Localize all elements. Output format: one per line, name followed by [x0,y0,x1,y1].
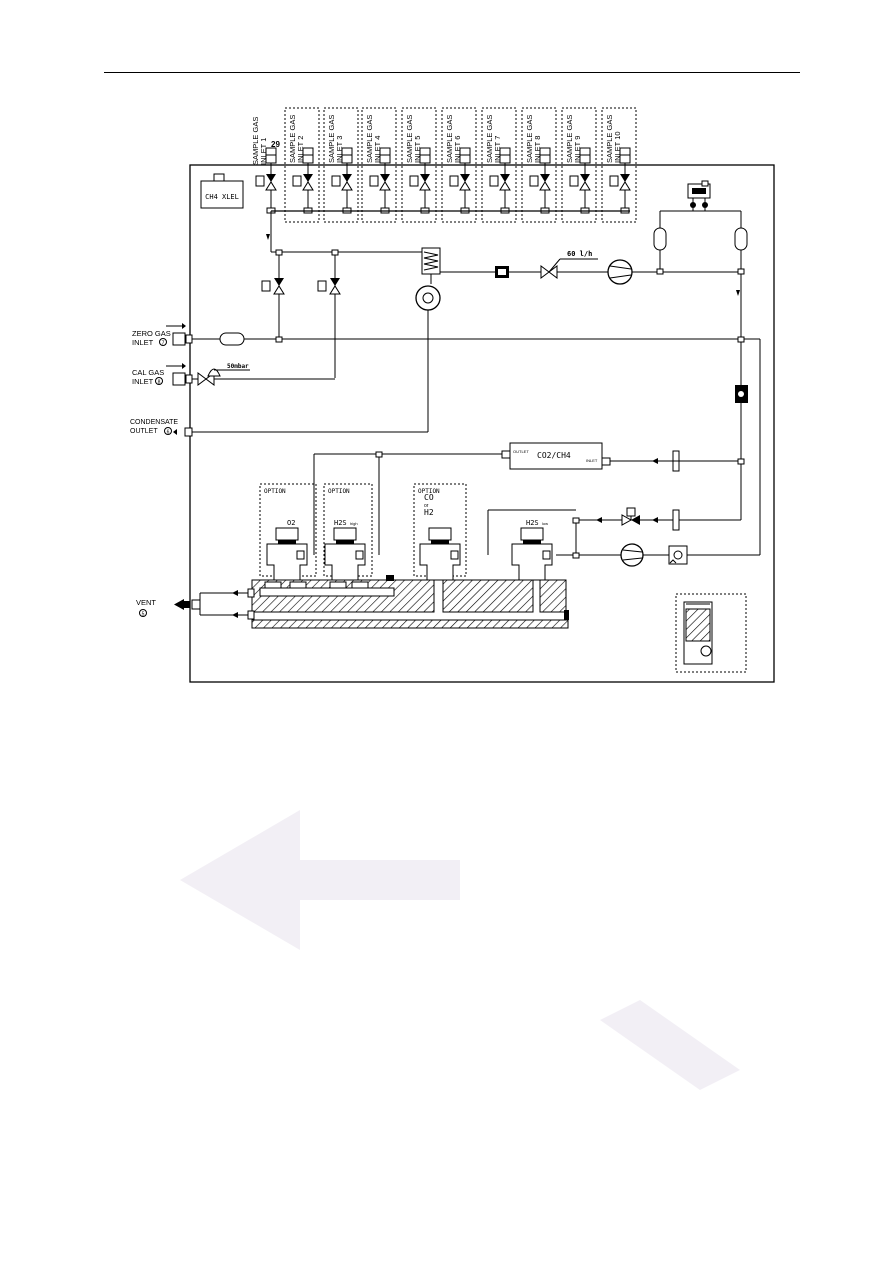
svg-text:7: 7 [162,341,165,347]
h2s-high-sensor [324,527,366,581]
cal-gas-fitting [172,372,186,386]
watermark-arrow [180,810,460,950]
co2-inlet-small-label: INLET [586,458,598,463]
svg-text:5: 5 [142,612,145,618]
svg-text:OPTION: OPTION [328,488,350,495]
inlet-label-4: INLET 4 [373,136,382,163]
flow-arrow-down [266,234,270,240]
zero-gas-label: ZERO GAS [132,329,171,338]
o2-label: O2 [287,519,295,527]
flow-arrow-right [736,290,740,296]
ch4-lel-sensor: CH4 XLEL [200,173,244,209]
co2-outlet-small-label: OUTLET [513,449,529,454]
h2s-high-label: H2S [334,519,347,527]
pressure-regulator [197,368,250,386]
sample-gas-label-9: SAMPLE GAS [565,115,574,163]
inlet-label-2: INLET 2 [296,136,305,163]
sample-gas-label-3: SAMPLE GAS [327,115,336,163]
cal-gas-number-badge [155,377,163,385]
vent-arrow-icon [174,599,184,610]
flow-monitor [653,180,748,275]
vent-fitting [191,599,201,610]
zero-gas-inlet-label: INLET [132,338,154,347]
inlet-1-valve [255,147,277,214]
pressure-label: 50mbar [227,363,249,370]
zero-gas-number-badge [159,338,167,346]
manifold-block-3 [539,579,567,613]
svg-text:OPTION: OPTION [264,488,286,495]
marker-29: 29 [271,140,280,149]
bypass-valve [621,507,640,526]
inlet-label-10: INLET 10 [613,131,622,163]
sample-gas-label-6: SAMPLE GAS [445,115,454,163]
condensate-number-badge [164,427,172,435]
vent-number-badge [139,609,147,617]
tee-1 [275,249,283,256]
sensor-cells [266,527,553,581]
control-unit [675,593,747,673]
inlet-label-6: INLET 6 [453,136,462,163]
tee-2 [331,249,339,256]
manifold-block-2 [442,579,534,613]
zero-gas-fitting [172,332,186,346]
cal-gas-inlet-label: INLET [132,377,154,386]
h2s-high-sub: high [350,521,358,526]
h2s-low-sub: low [542,521,548,526]
ch4-lel-label: CH4 XLEL [205,193,239,201]
inlet-label-9: INLET 9 [573,136,582,163]
inlet-label-7: INLET 7 [493,136,502,163]
co2-ch4-analyzer [509,442,603,470]
svg-text:6: 6 [167,430,170,436]
h2s-low-label: H2S [526,519,539,527]
inlet-label-8: INLET 8 [533,136,542,163]
sample-gas-label-7: SAMPLE GAS [485,115,494,163]
sample-gas-label-10: SAMPLE GAS [605,115,614,163]
inlet-label-1: INLET 1 [259,138,268,165]
manifold-block-bottom [251,619,569,629]
sample-gas-label-8: SAMPLE GAS [525,115,534,163]
sample-gas-label-2: SAMPLE GAS [288,115,297,163]
inlet-label-3: INLET 3 [335,136,344,163]
condensate-fitting [184,427,193,437]
cal-gas-label: CAL GAS [132,368,164,377]
vent-label: VENT [136,598,156,607]
lower-pump [620,543,644,567]
watermark-shape [600,1000,740,1090]
h2-label: H2 [424,508,434,517]
co-label: CO [424,493,434,502]
sample-gas-label-5: SAMPLE GAS [405,115,414,163]
inlet-label-5: INLET 5 [413,136,422,163]
sample-gas-label-1: SAMPLE GAS [251,117,260,165]
co2-ch4-label: CO2/CH4 [537,451,571,460]
condensate-outlet-label: OUTLET [130,428,158,435]
header-rule [104,72,800,73]
zero-gas-filter [219,332,245,346]
co-h2-sensor [419,527,461,581]
or-label: or [424,503,429,509]
condensate-label: CONDENSATE [130,419,178,426]
svg-text:8: 8 [158,380,161,386]
sample-gas-label-4: SAMPLE GAS [365,115,374,163]
sample-pump [607,259,633,285]
svg-text:OPTION: OPTION [418,488,440,495]
h2s-low-sensor [511,527,553,581]
o2-sensor [266,527,308,581]
zero-cal-valves [261,255,341,378]
gas-cooler [415,247,441,432]
flow-control-valve [540,258,598,279]
analyzer-enclosure [189,164,775,683]
flow-rate-label: 60 l/h [567,250,592,258]
